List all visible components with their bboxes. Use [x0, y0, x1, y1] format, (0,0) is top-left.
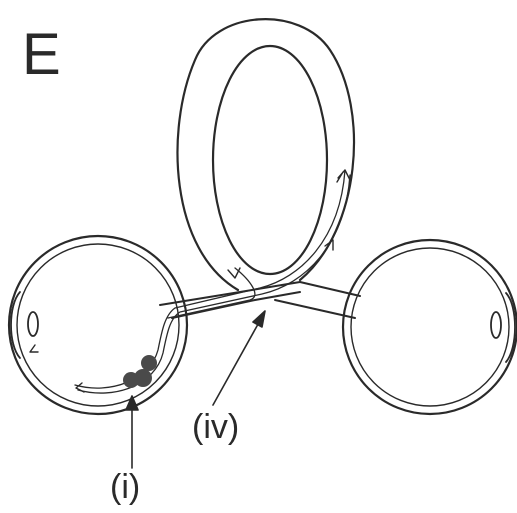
axon-line-1: [74, 169, 346, 389]
right-eye: [341, 238, 517, 416]
left-eye-lens: [27, 311, 39, 337]
stalk-right-upper: [299, 281, 361, 297]
left-eye-inner: [16, 243, 180, 407]
optic-loop: [176, 18, 356, 292]
label-i: (i): [110, 468, 141, 506]
right-eye-lens: [490, 311, 502, 339]
axon-line-3: [167, 267, 256, 319]
panel-letter: E: [22, 22, 61, 87]
arrowhead-middle: [324, 239, 334, 251]
right-eye-lens-cup: [505, 292, 516, 363]
pointer-arrows: [125, 310, 266, 469]
stalk-right-lower: [274, 299, 356, 319]
optic-loop-outer: [176, 18, 356, 292]
optic-stalks: [159, 281, 361, 319]
arrow-i-head: [125, 395, 139, 411]
axon-arrowheads: [29, 169, 351, 393]
arrowhead-loop: [227, 267, 241, 279]
right-eye-inner: [350, 247, 510, 407]
left-eye: [7, 234, 189, 416]
cell-3: [123, 372, 139, 388]
arrow-iv-shaft: [212, 316, 263, 406]
cell-1: [141, 355, 157, 371]
arrow-iv-head: [252, 310, 266, 328]
axon-pathway: [74, 169, 351, 394]
arrowhead-upper: [336, 169, 351, 183]
arrowhead-left-eye-2: [29, 344, 39, 353]
label-iv: (iv): [192, 408, 240, 446]
cell-cluster: [123, 355, 157, 388]
arrowhead-left-eye: [75, 382, 85, 393]
left-eye-outer: [7, 234, 189, 416]
stalk-left-upper: [159, 281, 301, 306]
stalk-left-lower: [171, 291, 301, 319]
left-eye-lens-cup: [10, 291, 21, 359]
right-eye-outer: [341, 238, 517, 416]
optic-loop-inner: [211, 44, 329, 276]
